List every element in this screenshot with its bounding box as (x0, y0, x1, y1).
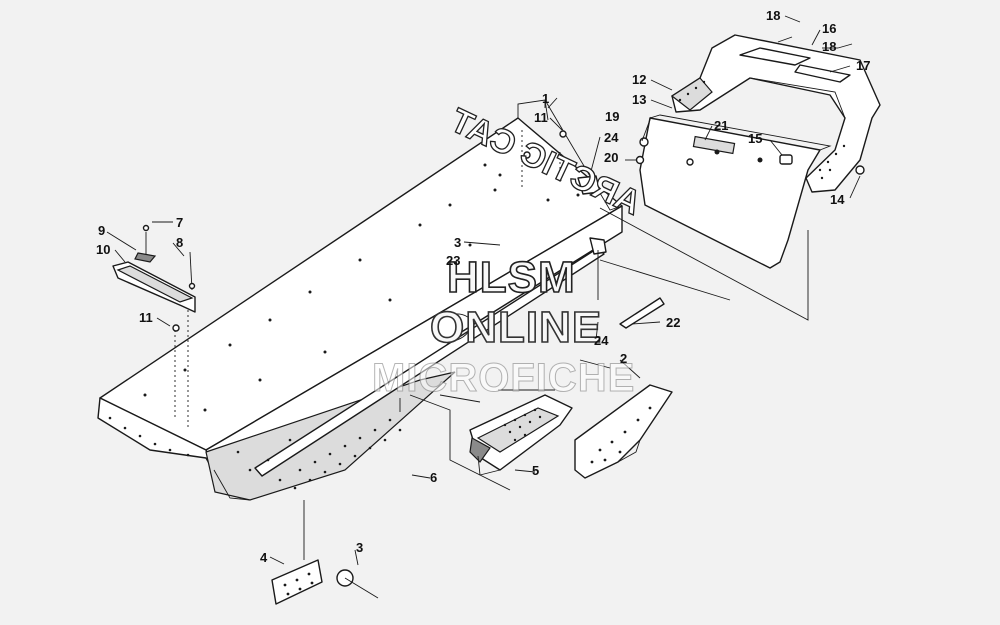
callout-24: 24 (604, 130, 619, 145)
callout-15: 15 (748, 131, 763, 146)
callout-12: 12 (632, 72, 647, 87)
callout-7: 7 (176, 215, 184, 230)
pad-traction-holes (503, 408, 542, 442)
callout-13: 13 (632, 92, 647, 107)
callout-10: 10 (96, 242, 111, 257)
footrest-traction-holes (236, 418, 402, 490)
callout-24: 24 (594, 333, 609, 348)
callout-4: 4 (260, 550, 268, 565)
callout-11: 11 (139, 310, 153, 325)
snowflap-part-13 (639, 114, 832, 269)
callout-23: 23 (446, 253, 461, 268)
watermark-line-2: ONLINE (429, 303, 603, 352)
washer-part-3 (336, 569, 379, 599)
callout-18: 18 (822, 39, 837, 54)
callout-2: 2 (620, 351, 628, 366)
callout-19: 19 (605, 109, 620, 124)
callout-5: 5 (532, 463, 540, 478)
callout-1: 1 (542, 91, 550, 106)
callout-17: 17 (856, 58, 871, 73)
callout-9: 9 (98, 223, 106, 238)
rivet-part-11 (172, 130, 567, 332)
bracket-holes (590, 406, 652, 464)
footrest-pad-part-5 (469, 394, 573, 476)
callout-3: 3 (356, 540, 364, 555)
watermark-line-3: MICROFICHE (371, 356, 636, 400)
bumper-grip-holes (678, 80, 846, 180)
callout-6: 6 (430, 470, 438, 485)
callout-8: 8 (176, 235, 184, 250)
callout-21: 21 (714, 118, 729, 133)
bracket-part-10 (112, 224, 196, 313)
callout-leaders (106, 15, 861, 566)
callout-3: 3 (454, 235, 462, 250)
tunnel-part-1 (97, 99, 623, 501)
decal-part-22 (619, 297, 665, 329)
deck-rivet-holes (143, 148, 580, 412)
rear-bumper-part-16 (670, 34, 881, 193)
watermark-line-1: HLSM (446, 253, 576, 302)
callout-18: 18 (766, 8, 781, 23)
callout-11: 11 (534, 110, 548, 125)
step-bracket-part-2 (574, 384, 673, 479)
callout-20: 20 (604, 150, 619, 165)
callout-14: 14 (830, 192, 845, 207)
callout-22: 22 (666, 315, 681, 330)
callout-16: 16 (822, 21, 837, 36)
tunnel-edge-holes (108, 416, 190, 457)
plate-part-4 (271, 559, 323, 605)
